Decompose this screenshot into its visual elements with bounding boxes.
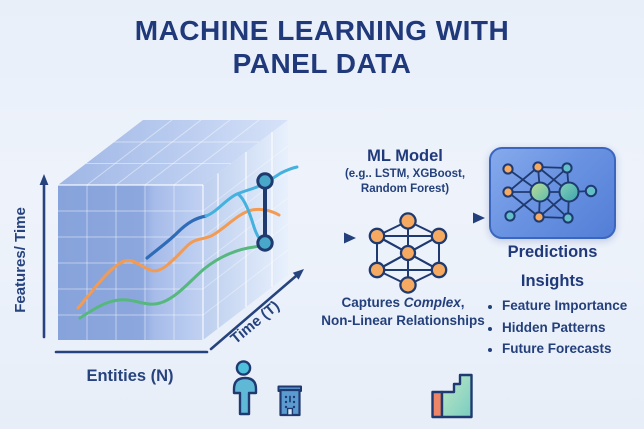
panel-data-cube-diagram: Features/ Time Entities (N) Time (T) bbox=[12, 119, 304, 385]
arrowhead bbox=[473, 212, 485, 224]
caption-italic: Complex bbox=[403, 295, 461, 310]
page-title-line2: PANEL DATA bbox=[232, 48, 412, 79]
arrow-model-to-predictions bbox=[438, 212, 485, 224]
ml-model-title: ML Model bbox=[367, 147, 443, 165]
insights-item-feature-importance: Feature Importance bbox=[502, 295, 644, 317]
insights-list: Feature Importance Hidden Patterns Futur… bbox=[488, 295, 644, 360]
ml-model-caption: Captures Complex, Non-Linear Relationshi… bbox=[303, 294, 503, 329]
bar-chart-icon bbox=[431, 373, 473, 419]
ml-model-subtitle-line2: Random Forest) bbox=[360, 182, 450, 195]
ml-model-subtitle-line1: (e.g.. LSTM, XGBoost, bbox=[344, 168, 466, 180]
arrow-cube-to-model bbox=[297, 232, 356, 244]
marker-bottom-point bbox=[256, 234, 274, 252]
predictions-network-icon bbox=[502, 161, 598, 224]
page-title: MACHINE LEARNING WITH PANEL DATA bbox=[0, 14, 644, 80]
x-axis-label: Entities (N) bbox=[86, 367, 173, 385]
predictions-label: Predictions bbox=[507, 243, 598, 261]
blue-series-curve bbox=[145, 214, 208, 260]
caption-after: , bbox=[460, 295, 465, 310]
caption-before: Captures bbox=[341, 295, 404, 310]
y-axis-label: Features/ Time bbox=[12, 207, 29, 313]
marker-top-point bbox=[256, 172, 274, 190]
orange-series-curve bbox=[76, 207, 281, 310]
predictions-box bbox=[489, 147, 616, 239]
page-title-line1: MACHINE LEARNING WITH bbox=[134, 15, 510, 46]
ml-model-subtitle: (e.g.. LSTM, XGBoost, Random Forest) bbox=[311, 167, 499, 196]
cube-axes bbox=[39, 174, 304, 354]
y-axis-arrowhead bbox=[39, 174, 49, 185]
z-axis-arrow bbox=[209, 274, 298, 351]
insights-item-hidden-patterns: Hidden Patterns bbox=[502, 317, 644, 339]
z-axis-arrowhead bbox=[292, 269, 304, 280]
building-icon bbox=[277, 385, 302, 417]
green-series-curve bbox=[78, 244, 271, 320]
time-slice-marker bbox=[256, 172, 274, 252]
person-icon bbox=[232, 360, 258, 416]
caption-line2: Non-Linear Relationships bbox=[321, 312, 485, 328]
insights-item-future-forecasts: Future Forecasts bbox=[502, 338, 644, 360]
insights-heading: Insights bbox=[520, 272, 585, 290]
arrowhead bbox=[344, 232, 356, 244]
neural-network-icon bbox=[368, 212, 448, 294]
